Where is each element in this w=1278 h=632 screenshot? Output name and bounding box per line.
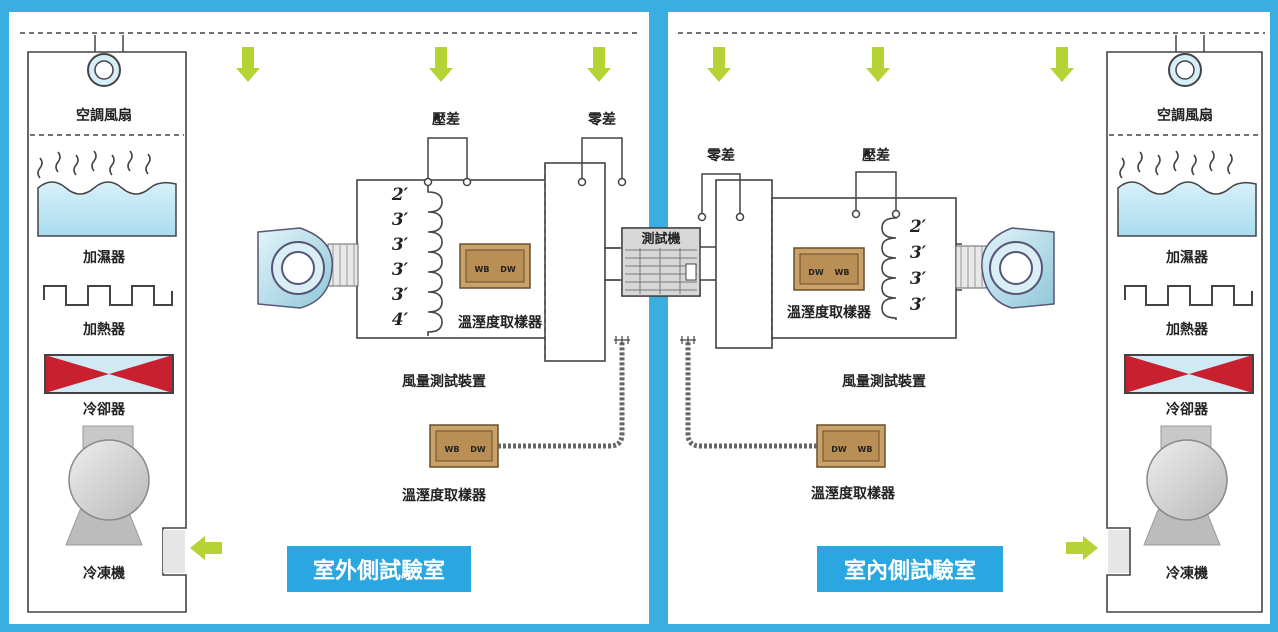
indoor-blower-icon xyxy=(955,227,1055,309)
outdoor-coil-label: 3′ xyxy=(392,260,409,280)
indoor-cooler-icon xyxy=(1124,354,1254,394)
outdoor-sampler-hose xyxy=(498,342,625,449)
outdoor-inner-sampler-label: 溫溼度取樣器 xyxy=(458,314,543,331)
outdoor-heater-icon xyxy=(43,285,173,306)
indoor-heater-icon xyxy=(1124,285,1253,306)
outdoor-title-badge xyxy=(287,546,471,592)
outdoor-airflow-chamber xyxy=(544,162,606,362)
indoor-inner-sampler-tag-1: DW xyxy=(808,268,824,277)
outdoor-coil-label: 4′ xyxy=(392,310,409,330)
outdoor-inner-sampler-tag-1: WB xyxy=(475,265,490,274)
outdoor-inner-sampler-tag-2: DW xyxy=(500,265,516,274)
indoor-outer-sampler-label: 溫溼度取樣器 xyxy=(811,485,896,502)
indoor-sampler-hose xyxy=(685,342,817,449)
arrow-down-icon xyxy=(1050,47,1074,82)
outdoor-coil-label: 3′ xyxy=(392,285,409,305)
outdoor-airflow-arrows xyxy=(190,47,611,560)
outdoor-equipment-cabinet xyxy=(27,51,187,613)
indoor-cooler-label: 冷卻器 xyxy=(1166,401,1209,418)
arrow-down-icon xyxy=(587,47,611,82)
outdoor-coil xyxy=(427,186,443,336)
outdoor-outer-sampler-label: 溫溼度取樣器 xyxy=(402,487,487,504)
outdoor-outer-sampler-icon: WB DW xyxy=(429,424,499,468)
indoor-humidifier-label: 加濕器 xyxy=(1165,250,1209,266)
indoor-coil-label: 3′ xyxy=(910,243,927,263)
outdoor-cooler-label: 冷卻器 xyxy=(83,401,126,418)
outdoor-inner-sampler-icon: WB DW xyxy=(459,243,531,289)
indoor-airflow-device-label: 風量測試裝置 xyxy=(842,373,926,390)
indoor-refrigerator-icon xyxy=(1143,425,1228,546)
outdoor-cooler-icon xyxy=(44,354,174,394)
indoor-outer-sampler-tag-1: DW xyxy=(831,445,847,454)
indoor-fan-icon xyxy=(1168,53,1202,87)
outdoor-room-title: 室外側試驗室 xyxy=(313,558,445,584)
indoor-coil-label: 3′ xyxy=(910,269,927,289)
indoor-humidifier-icon xyxy=(1117,150,1257,237)
outdoor-humidifier-icon xyxy=(37,150,177,237)
outdoor-coil-labels: 2′ 3′ 3′ 3′ 3′ 4′ xyxy=(391,185,409,330)
indoor-coil xyxy=(881,212,897,320)
indoor-diff-pressure-label: 壓差 xyxy=(862,147,890,164)
outdoor-outer-sampler-tag-2: DW xyxy=(470,445,486,454)
outdoor-blower-icon xyxy=(257,227,359,309)
arrow-down-icon xyxy=(236,47,260,82)
indoor-coil-label: 2′ xyxy=(909,217,927,237)
arrow-down-icon xyxy=(866,47,890,82)
outdoor-fan-label: 空調風扇 xyxy=(76,107,132,124)
outdoor-coil-label: 3′ xyxy=(392,210,409,230)
indoor-outer-sampler-icon: DW WB xyxy=(816,424,886,468)
indoor-inner-sampler-tag-2: WB xyxy=(835,268,850,277)
indoor-inner-sampler-label: 溫溼度取樣器 xyxy=(787,304,872,321)
outdoor-coil-label: 3′ xyxy=(392,235,409,255)
indoor-equipment-cabinet xyxy=(1106,51,1263,613)
indoor-coil-labels: 2′ 3′ 3′ 3′ xyxy=(909,217,927,315)
outdoor-outer-sampler-tag-1: WB xyxy=(445,445,460,454)
outdoor-heater-label: 加熱器 xyxy=(82,321,126,338)
arrow-left-icon xyxy=(190,536,222,560)
outdoor-fan-icon xyxy=(87,53,121,87)
test-unit-label: 測試機 xyxy=(641,231,680,247)
indoor-room: 空調風扇 加濕器 加熱器 冷卻器 冷凍機 xyxy=(678,32,1265,613)
outdoor-room: 空調風扇 加濕器 加熱器 冷卻器 冷凍機 xyxy=(20,32,640,613)
outdoor-refrigerator-icon xyxy=(65,425,150,546)
outdoor-airflow-device-label: 風量測試裝置 xyxy=(402,373,486,390)
outdoor-diff-pressure-label: 壓差 xyxy=(432,111,460,128)
indoor-title-badge xyxy=(817,546,1003,592)
indoor-heater-label: 加熱器 xyxy=(1165,321,1209,338)
test-unit: 測試機 xyxy=(604,227,716,297)
arrow-down-icon xyxy=(429,47,453,82)
outdoor-humidifier-label: 加濕器 xyxy=(82,250,126,266)
indoor-airflow-arrows xyxy=(707,47,1098,560)
outdoor-refrigerator-label: 冷凍機 xyxy=(83,565,125,582)
arrow-right-icon xyxy=(1066,536,1098,560)
outdoor-coil-label: 2′ xyxy=(391,185,409,205)
test-unit-body xyxy=(621,227,701,297)
outdoor-zero-diff-label: 零差 xyxy=(587,111,616,128)
indoor-outer-sampler-tag-2: WB xyxy=(858,445,873,454)
indoor-coil-label: 3′ xyxy=(910,295,927,315)
indoor-fan-label: 空調風扇 xyxy=(1157,107,1213,124)
indoor-refrigerator-label: 冷凍機 xyxy=(1166,565,1208,582)
indoor-inner-sampler-icon: DW WB xyxy=(793,247,865,291)
indoor-airflow-chamber xyxy=(715,179,773,349)
indoor-zero-diff-label: 零差 xyxy=(706,147,735,164)
indoor-room-title: 室內側試驗室 xyxy=(844,558,976,584)
arrow-down-icon xyxy=(707,47,731,82)
